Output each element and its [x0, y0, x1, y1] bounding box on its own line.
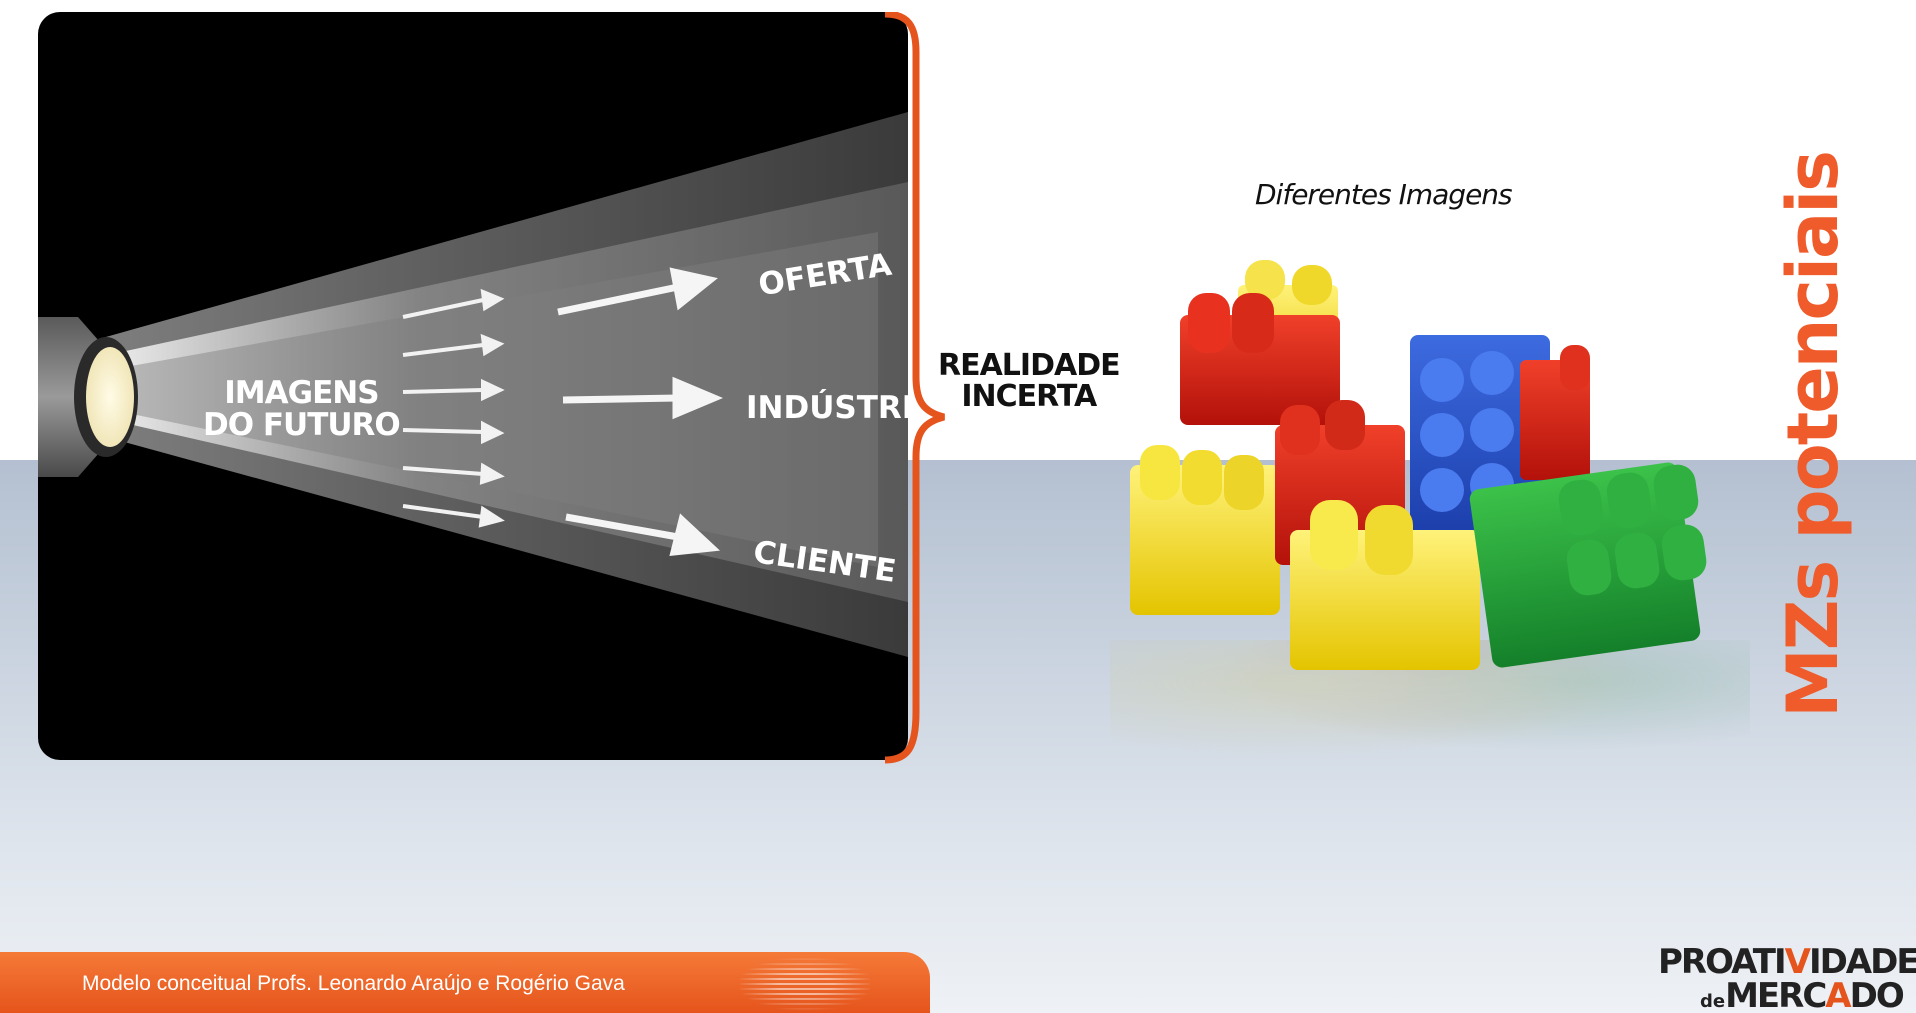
- logo-prefix: de: [1700, 991, 1726, 1012]
- logo-accent: V: [1784, 942, 1811, 982]
- side-title: MZs potenciais: [1772, 152, 1854, 718]
- small-arrows: [402, 288, 505, 528]
- curly-brace: [884, 12, 945, 764]
- logo-text: PROATI: [1658, 942, 1787, 982]
- logo-line2: deMERCADO: [1700, 976, 1905, 1013]
- projector-stage: IMAGENS DO FUTURO OFERTA INDÚSTRIA CLIEN…: [38, 12, 908, 760]
- footer-stripes-decoration: [740, 958, 870, 1010]
- logo-text: IDADE: [1808, 942, 1916, 982]
- logo-accent: A: [1825, 976, 1851, 1013]
- projector-beam-graphic: [38, 112, 908, 657]
- side-title-text: MZs potenciais: [1772, 152, 1854, 718]
- brace-label: REALIDADE INCERTA: [938, 348, 1121, 414]
- toy-blocks-image: [1130, 260, 1707, 670]
- target-label-industria: INDÚSTRIA: [746, 390, 908, 426]
- logo-text: DO: [1849, 976, 1905, 1013]
- footer-credit: Modelo conceitual Profs. Leonardo Araújo…: [82, 972, 625, 995]
- beam-source-label: IMAGENS DO FUTURO: [203, 375, 401, 443]
- brand-logo: PROATIVIDADE deMERCADO: [1658, 938, 1916, 1013]
- logo-line1: PROATIVIDADE: [1658, 942, 1916, 982]
- large-arrows: [557, 267, 724, 557]
- image-caption: Diferentes Imagens: [1255, 178, 1513, 211]
- logo-text: MERC: [1725, 976, 1827, 1013]
